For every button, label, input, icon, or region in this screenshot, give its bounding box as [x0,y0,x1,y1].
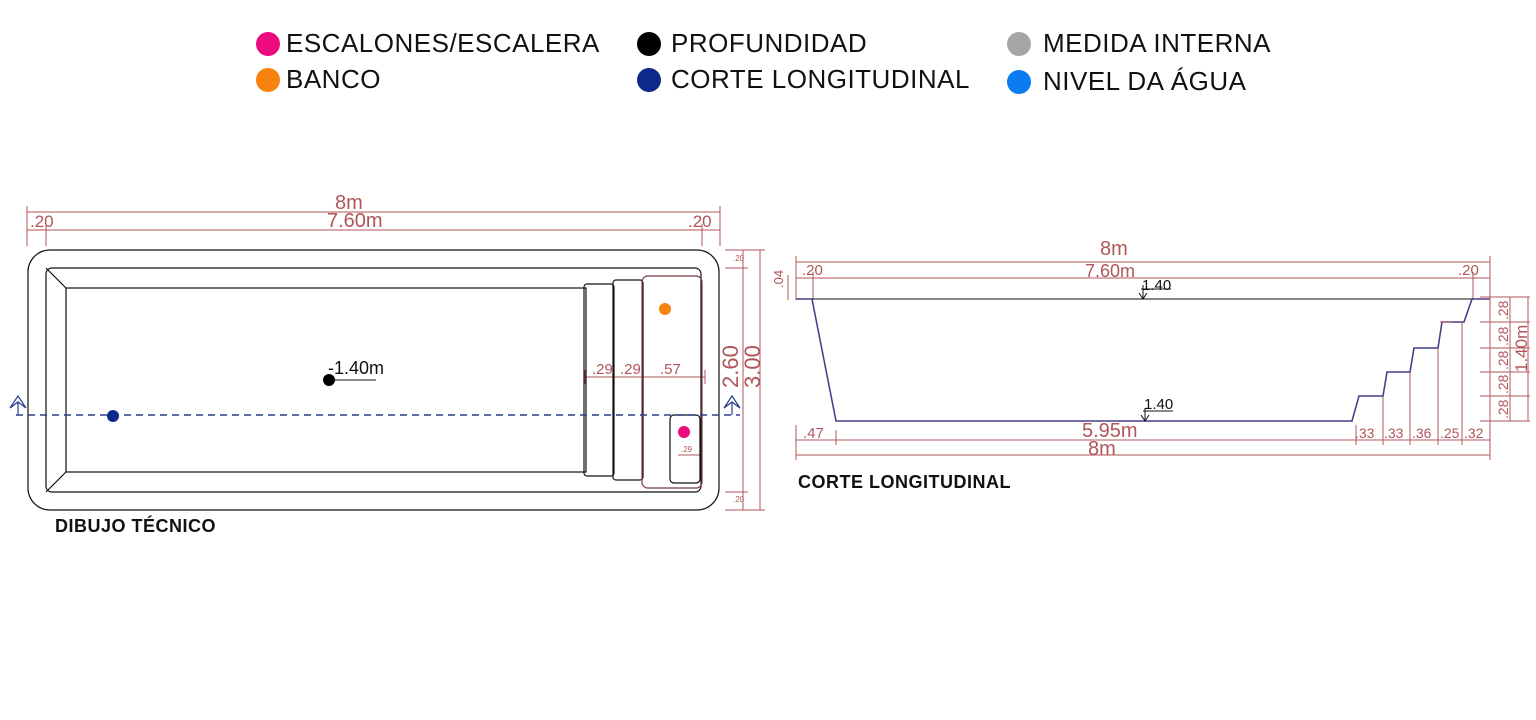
legend-dot-black [637,31,661,56]
legend-dot-gray [1007,31,1031,56]
section-floor-length: 5.95m [1082,420,1138,442]
legend-item-profundidad: PROFUNDIDAD [637,28,867,59]
legend-item-medida: MEDIDA INTERNA [1007,28,1271,59]
legend-item-nivel: NIVEL DA ÁGUA [1007,66,1247,97]
legend-item-banco: BANCO [256,64,381,95]
stair-height-3: .28 [1495,350,1511,370]
section-inner-length: 7.60m [1085,261,1135,281]
depth-arrow-top-icon [1138,285,1171,300]
cut-arrow-left-icon [9,394,27,415]
plan-outer-width: 3.00 [740,345,765,388]
plan-view: 8m 7.60m .20 .20 .20 .20 2.60 3.00 .29 [9,192,765,536]
plan-bench: .57 [660,361,681,378]
legend-label: NIVEL DA ÁGUA [1043,66,1247,96]
plan-caption: DIBUJO TÉCNICO [55,515,216,536]
section-total-depth: 1.40m [1512,325,1531,372]
stair-height-2: .28 [1495,326,1511,346]
plan-side-bottom: .20 [733,495,745,504]
legend-dot-orange [256,67,280,92]
plan-step-1: .29 [592,361,613,378]
depth-arrow-bottom-icon [1140,408,1173,422]
section-total-length-top: 8m [1100,238,1128,260]
section-profile [796,298,1490,422]
bench-marker-dot [659,303,671,315]
corte-marker-dot [107,410,119,422]
legend-label: ESCALONES/ESCALERA [286,28,600,58]
section-slope-left: .47 [803,425,824,442]
plan-side-top: .20 [733,254,745,263]
plan-edge-left: .20 [30,212,54,231]
stair-width-3: .36 [1412,425,1432,441]
section-water-depth-bottom: 1.40 [1144,396,1173,413]
plan-inner-width: 2.60 [718,345,743,388]
plan-step-2: .29 [620,361,641,378]
legend-item-escalones: ESCALONES/ESCALERA [256,28,600,59]
section-total-length-bottom: 8m [1088,438,1116,460]
legend-dot-pink [256,31,280,56]
stairs-marker-dot [678,426,690,438]
legend-dot-navy [637,67,661,92]
legend-item-corte: CORTE LONGITUDINAL [637,64,970,95]
plan-bench-outline [641,275,703,489]
legend-label: PROFUNDIDAD [671,28,868,58]
legend-dot-blue [1007,69,1031,94]
legend-label: CORTE LONGITUDINAL [671,64,970,94]
plan-inner-length: 7.60m [327,210,383,232]
section-dimension-lines [787,256,1530,460]
stair-height-4: .28 [1495,374,1511,394]
plan-ladder-small: .29 [681,445,693,454]
cut-arrow-right-icon [723,394,741,415]
plan-edge-right: .20 [688,212,712,231]
plan-depth-label: -1.40m [328,358,384,378]
plan-dimension-lines [26,206,765,511]
section-edge-right: .20 [1458,262,1479,279]
stair-width-4: .25 [1440,425,1460,441]
section-view: 8m 7.60m .20 .20 .04 1.40 1.40 [771,238,1531,492]
legend-label: BANCO [286,64,381,94]
stair-width-2: .33 [1384,425,1404,441]
stair-width-1: .33 [1355,425,1375,441]
section-edge-left: .20 [802,262,823,279]
section-caption: CORTE LONGITUDINAL [798,472,1011,492]
plan-total-length: 8m [335,192,363,214]
stair-height-1: .28 [1495,300,1511,320]
section-water-depth-top: 1.40 [1142,277,1171,294]
section-lip: .04 [771,270,786,288]
stair-height-5: .28 [1495,399,1511,419]
stair-width-5: .32 [1464,425,1484,441]
legend-label: MEDIDA INTERNA [1043,28,1272,58]
